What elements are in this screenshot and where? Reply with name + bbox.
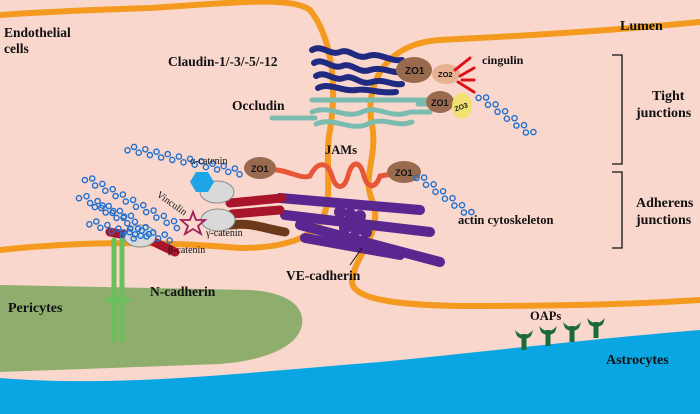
alpha-catenin-hexagon [190, 172, 214, 192]
label-jams: JAMs [325, 143, 357, 157]
left-endothelial-membrane [0, 0, 337, 253]
label-zo1-tight-bottom: ZO1 [431, 98, 449, 108]
label-zo1-jam-right: ZO1 [395, 168, 413, 178]
ve-cadherin-beads [334, 206, 372, 250]
actin-filament [413, 174, 475, 216]
tight-junction-bracket [612, 54, 623, 165]
label-n-cadherin: N-cadherin [150, 284, 216, 299]
label-occludin: Occludin [232, 98, 285, 113]
oap-cluster [563, 322, 581, 342]
claudin-protein [309, 45, 407, 96]
oap-cluster [539, 326, 557, 346]
zo1-tight-top [396, 57, 432, 83]
label-astrocytes: Astrocytes [606, 353, 669, 368]
zo2-oval [432, 64, 460, 84]
label-claudin: Claudin-1/-3/-5/-12 [168, 54, 278, 69]
label-zo1-tight-top: ZO1 [405, 66, 425, 77]
actin-filament [475, 94, 537, 136]
label-ve-cadherin: VE-cadherin [286, 268, 361, 283]
label-zo2: ZO2 [438, 70, 453, 79]
cingulin-protein [453, 56, 476, 94]
label-tight-line2: junctions [635, 106, 692, 121]
jams-protein [267, 161, 408, 189]
label-lumen: Lumen [620, 19, 663, 34]
label-gamma-catenin: γ-catenin [205, 228, 243, 239]
label-actin: actin cytoskeleton [458, 213, 554, 227]
oap-clusters [515, 318, 605, 350]
label-zo3: ZO3 [454, 102, 469, 113]
actin-filaments [75, 94, 537, 244]
label-beta-catenin: β-catenin [168, 245, 205, 256]
actin-filament [75, 192, 135, 222]
ve-cadherin-leader [349, 247, 363, 266]
label-oaps: OAPs [530, 309, 561, 323]
right-endothelial-membrane [349, 19, 700, 310]
label-endothelial-line2: cells [4, 41, 29, 56]
label-alpha-catenin: α-catenin [190, 156, 227, 167]
actin-filament [81, 175, 181, 232]
zo1-jam-right [387, 161, 421, 183]
label-tight-line1: Tight [652, 89, 685, 104]
label-adherens-line1: Adherens [636, 196, 694, 211]
zo1-tight-bottom [426, 91, 454, 113]
label-endothelial-line1: Endothelial [4, 25, 71, 40]
vinculin-star [178, 209, 208, 237]
n-cadherin-protein [105, 237, 131, 343]
zo-proteins [244, 57, 472, 183]
junction-brackets [612, 54, 623, 249]
label-zo1-jam-left: ZO1 [251, 164, 269, 174]
actin-filament [86, 218, 144, 242]
zo1-jam-left [244, 157, 276, 179]
pericyte-body [0, 285, 303, 372]
oap-cluster [515, 330, 533, 350]
astrocyte-body [0, 330, 700, 414]
label-adherens-line2: junctions [635, 213, 692, 228]
oap-cluster [587, 318, 605, 338]
label-cingulin: cingulin [482, 53, 524, 67]
actin-filament [124, 143, 243, 178]
adherens-junction-bracket [612, 171, 623, 249]
actin-filament [120, 225, 173, 244]
label-pericytes: Pericytes [8, 301, 63, 316]
zo3-oval [452, 93, 472, 119]
